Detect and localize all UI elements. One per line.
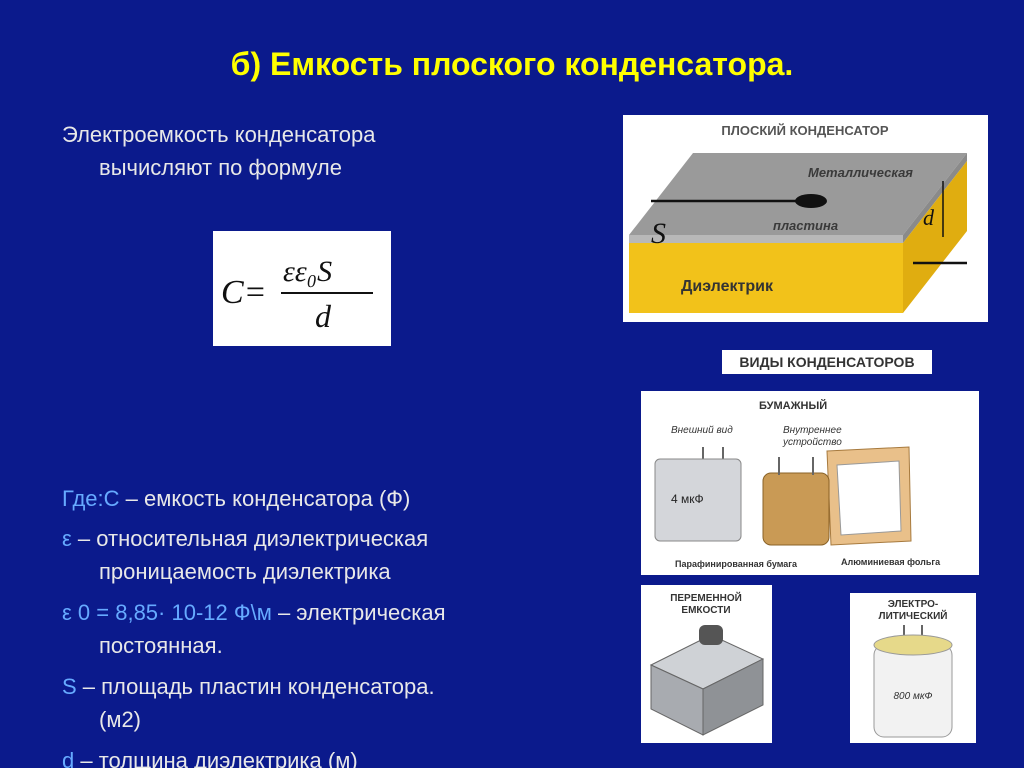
foil-sheet xyxy=(836,460,902,536)
formula-left: C= xyxy=(221,274,267,311)
electrolytic-capacitor-illustration: ЭЛЕКТРО- ЛИТИЧЕСКИЙ 800 мкФ xyxy=(873,599,953,738)
definition-symbol: Где:C xyxy=(62,486,120,511)
variable-capacitor-panel: ПЕРЕМЕННОЙ ЕМКОСТИ xyxy=(641,585,772,743)
top-contact xyxy=(795,194,827,208)
formula-denominator: d xyxy=(315,298,332,334)
variable-heading-1: ПЕРЕМЕННОЙ xyxy=(670,591,742,604)
dielectric-side xyxy=(903,161,967,313)
flat-capacitor-heading: ПЛОСКИЙ КОНДЕНСАТОР xyxy=(721,123,888,138)
definition-symbol: d xyxy=(62,748,75,768)
dielectric-front xyxy=(629,243,903,313)
variable-heading-2: ЕМКОСТИ xyxy=(681,605,730,616)
definition-d: d – толщина диэлектрика (м) xyxy=(62,744,582,768)
paper-capacitor-panel: БУМАЖНЫЙ Внешний вид Внутреннее устройст… xyxy=(641,391,979,575)
paper-inner-label-1: Внутреннее xyxy=(783,425,842,436)
area-label: S xyxy=(651,217,666,250)
formula-numerator: εε₀S xyxy=(283,255,332,288)
paper-capacitor-illustration: БУМАЖНЫЙ Внешний вид Внутреннее устройст… xyxy=(654,399,941,569)
definition-text: – площадь пластин конденсатора. xyxy=(76,674,435,699)
paper-inner-label-2: устройство xyxy=(782,437,842,448)
electrolytic-value: 800 мкФ xyxy=(894,691,933,702)
paper-roll xyxy=(762,472,830,546)
slide-title: б) Емкость плоского конденсатора. xyxy=(230,46,794,82)
definition-symbol: S xyxy=(62,674,77,699)
electrolytic-heading-2: ЛИТИЧЕСКИЙ xyxy=(879,609,948,622)
electrolytic-top xyxy=(873,634,953,656)
electrolytic-heading-1: ЭЛЕКТРО- xyxy=(888,599,939,610)
intro-line-2: вычисляют по формуле xyxy=(99,155,342,180)
definition-text: – относительная диэлектрическая xyxy=(71,526,429,551)
definition-epsilon0: ε 0 = 8,85· 10-12 Ф\м – электрическая по… xyxy=(62,596,582,662)
intro-text: Электроемкость конденсатора вычисляют по… xyxy=(62,118,582,184)
types-heading: ВИДЫ КОНДЕНСАТОРОВ xyxy=(722,350,932,374)
definition-text: – толщина диэлектрика (м) xyxy=(74,748,358,768)
flat-capacitor-panel: ПЛОСКИЙ КОНДЕНСАТОР Металлическая пласти… xyxy=(623,115,988,322)
definition-epsilon: ε – относительная диэлектрическая прониц… xyxy=(62,522,582,588)
definition-continuation: (м2) xyxy=(99,707,142,732)
paper-capacitor-body xyxy=(654,458,742,542)
variable-capacitor-illustration: ПЕРЕМЕННОЙ ЕМКОСТИ xyxy=(649,591,765,736)
dielectric-label: Диэлектрик xyxy=(681,278,774,295)
plate-label-1: Металлическая xyxy=(808,165,913,180)
definition-text: – электрическая xyxy=(271,600,446,625)
variable-knob xyxy=(699,625,723,645)
foil-label: Алюминиевая фольга xyxy=(841,557,941,567)
definition-continuation: постоянная. xyxy=(99,633,223,658)
definition-symbol: ε xyxy=(62,526,72,551)
thickness-label: d xyxy=(923,205,935,230)
electrolytic-capacitor-panel: ЭЛЕКТРО- ЛИТИЧЕСКИЙ 800 мкФ xyxy=(850,593,976,743)
definition-continuation: проницаемость диэлектрика xyxy=(99,559,391,584)
definition-symbol: ε 0 = 8,85· 10-12 Ф\м xyxy=(62,600,272,625)
paper-capacitor-value: 4 мкФ xyxy=(671,492,704,506)
plate-label-2: пластина xyxy=(773,218,838,233)
top-plate xyxy=(629,153,967,235)
paper-label: Парафинированная бумага xyxy=(675,559,798,569)
intro-line-1: Электроемкость конденсатора xyxy=(62,122,376,147)
variable-side-stack xyxy=(702,658,764,736)
capacitance-formula: C= εε₀S d xyxy=(213,231,391,346)
plate-edge xyxy=(629,235,903,243)
definition-text: – емкость конденсатора (Ф) xyxy=(119,486,411,511)
formula-graphic: C= εε₀S d xyxy=(221,255,373,334)
paper-heading: БУМАЖНЫЙ xyxy=(759,399,827,412)
definition-s: S – площадь пластин конденсатора. (м2) xyxy=(62,670,582,736)
flat-capacitor-illustration: ПЛОСКИЙ КОНДЕНСАТОР Металлическая пласти… xyxy=(629,123,967,313)
definition-c: Где:C – емкость конденсатора (Ф) xyxy=(62,482,582,515)
plate-side-edge xyxy=(903,153,967,243)
paper-outer-label: Внешний вид xyxy=(671,425,733,436)
